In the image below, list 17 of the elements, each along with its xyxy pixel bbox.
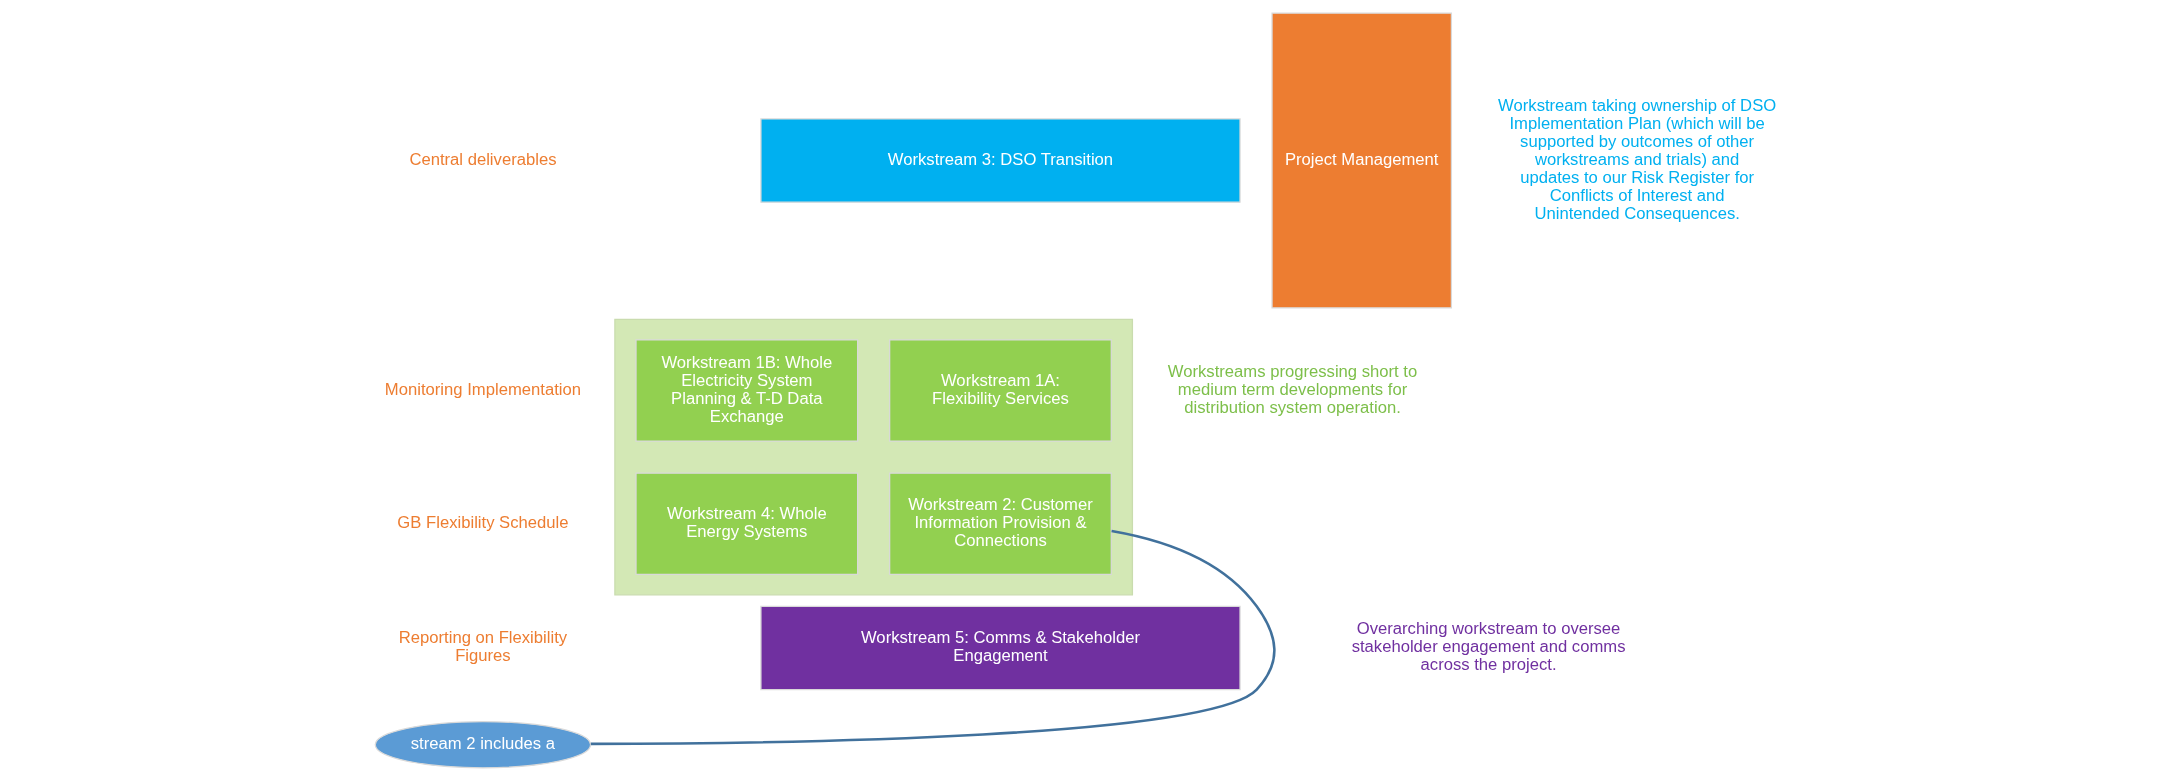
- node-box: Workstream 5: Comms & Stakeholder Engagement: [759, 605, 1241, 691]
- node-box: Workstream 2: Customer Information Provision & Connections: [888, 472, 1112, 575]
- node-box: Workstream 1A: Flexibility Services: [888, 339, 1112, 442]
- node-box: Workstream 3: DSO Transition: [759, 118, 1241, 203]
- node-ellipse: stream 2 includes a: [374, 721, 591, 769]
- node-box: Workstream 4: Whole Energy Systems: [634, 472, 858, 575]
- node-box: Project Management: [1270, 12, 1452, 309]
- label: Overarching workstream to oversee stakeholder engagement and comms across the project.: [1351, 619, 1625, 675]
- label: GB Flexibility Schedule: [396, 513, 568, 533]
- label: Central deliverables: [408, 149, 556, 169]
- label: Reporting on Flexibility Figures: [398, 628, 567, 666]
- cluster: [613, 318, 1133, 596]
- connector: [590, 529, 1276, 746]
- node-box: Workstream 1B: Whole Electricity System Planning & T-D Data Exchange: [634, 339, 858, 442]
- label: Monitoring Implementation: [384, 379, 581, 399]
- label: Workstreams progressing short to medium term developments for distribution system operation.: [1167, 361, 1417, 417]
- label: Workstream taking ownership of DSO Implementation Plan (which will be supported by outcomes of other workstreams and trials) and updates to our Risk Register for Conflicts of Interest and Unintended Consequences.: [1497, 96, 1776, 223]
